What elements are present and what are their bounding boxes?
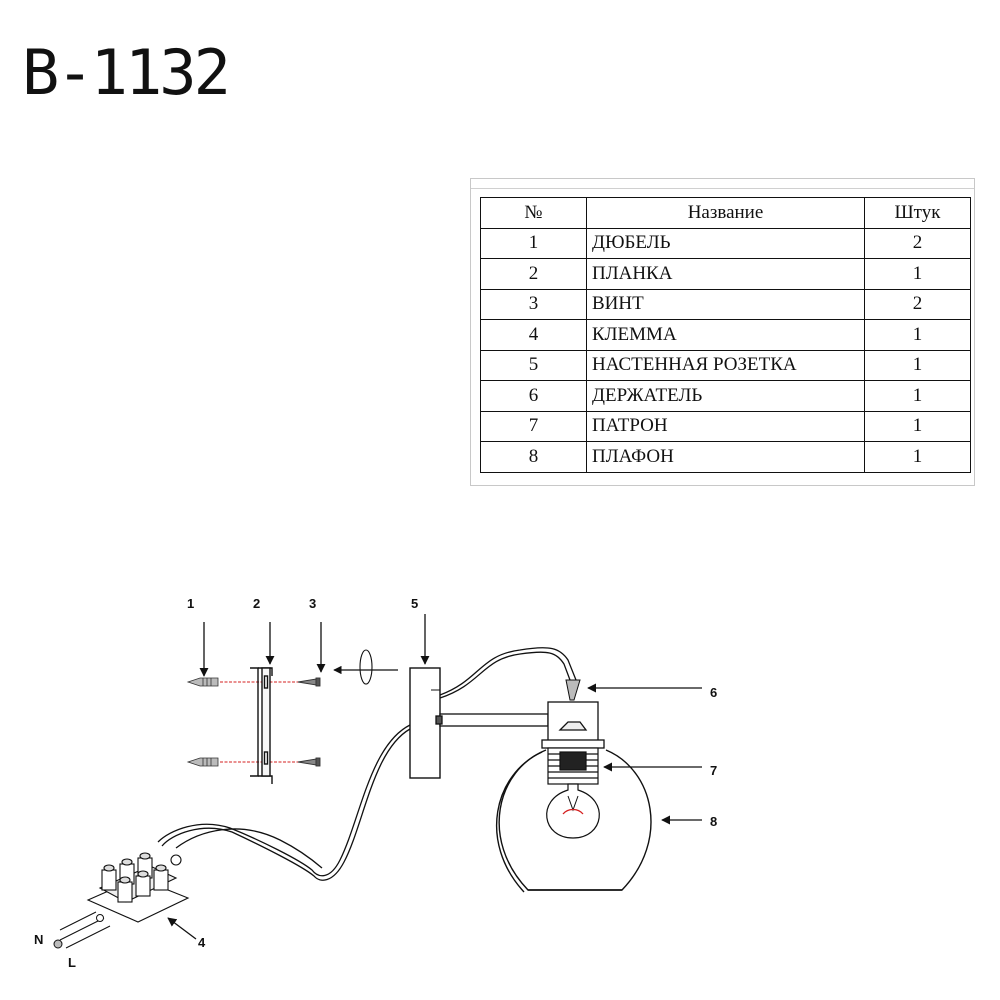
cord-grip — [565, 679, 581, 701]
callout-1: 1 — [187, 596, 194, 611]
part-number: 5 — [480, 349, 587, 381]
part-number: 7 — [480, 410, 587, 442]
part-quantity: 2 — [864, 288, 971, 320]
part-quantity: 1 — [864, 410, 971, 442]
part-quantity: 2 — [864, 227, 971, 259]
table-row: 4 КЛЕММА 1 — [480, 319, 971, 351]
table-row: 2 ПЛАНКА 1 — [480, 258, 971, 290]
wall-plate — [409, 667, 441, 779]
part-number: 3 — [480, 288, 587, 320]
socket-holder — [541, 701, 605, 749]
terminal-label-live: L — [68, 955, 76, 970]
dowel-bottom — [186, 757, 219, 767]
terminal-block — [86, 852, 190, 923]
callout-6: 6 — [710, 685, 717, 700]
table-row: 8 ПЛАФОН 1 — [480, 441, 971, 473]
callout-7: 7 — [710, 763, 717, 778]
lamp-socket — [547, 747, 599, 785]
glass-shade — [495, 749, 652, 893]
part-number: 2 — [480, 258, 587, 290]
part-name: ДЕРЖАТЕЛЬ — [586, 380, 865, 412]
lamp-arm — [435, 713, 549, 727]
screw-bottom — [297, 757, 321, 767]
callout-3: 3 — [309, 596, 316, 611]
part-name: ПЛАФОН — [586, 441, 865, 473]
assembly-diagram: 1 2 3 5 6 7 8 4 — [34, 596, 717, 970]
column-header-number: № — [480, 197, 587, 229]
part-quantity: 1 — [864, 258, 971, 290]
part-name: ВИНТ — [586, 288, 865, 320]
part-name: ПЛАНКА — [586, 258, 865, 290]
table-row: 7 ПАТРОН 1 — [480, 410, 971, 442]
light-bulb — [546, 783, 600, 839]
part-number: 6 — [480, 380, 587, 412]
callout-arrow-4 — [167, 917, 197, 940]
part-name: ПАТРОН — [586, 410, 865, 442]
column-header-quantity: Штук — [864, 197, 971, 229]
model-title: B-1132 — [22, 36, 231, 109]
callout-2: 2 — [253, 596, 260, 611]
part-name: КЛЕММА — [586, 319, 865, 351]
part-name: ДЮБЕЛЬ — [586, 227, 865, 259]
callout-5: 5 — [411, 596, 418, 611]
part-quantity: 1 — [864, 319, 971, 351]
part-number: 4 — [480, 319, 587, 351]
part-quantity: 1 — [864, 441, 971, 473]
rotation-indicator — [359, 649, 373, 685]
dowel-top — [186, 677, 219, 687]
part-quantity: 1 — [864, 380, 971, 412]
callout-4: 4 — [198, 935, 206, 950]
power-cord-arm — [439, 647, 577, 699]
column-header-name: Название — [586, 197, 865, 229]
parts-table-panel: № Название Штук 1 ДЮБЕЛЬ 2 2 ПЛАНКА 1 3 … — [470, 178, 975, 486]
mounting-bracket — [250, 667, 273, 784]
parts-table: № Название Штук 1 ДЮБЕЛЬ 2 2 ПЛАНКА 1 3 … — [480, 197, 971, 473]
terminal-label-neutral: N — [34, 932, 43, 947]
part-number: 1 — [480, 227, 587, 259]
table-row: 3 ВИНТ 2 — [480, 288, 971, 320]
table-row: 6 ДЕРЖАТЕЛЬ 1 — [480, 380, 971, 412]
part-name: НАСТЕННАЯ РОЗЕТКА — [586, 349, 865, 381]
part-number: 8 — [480, 441, 587, 473]
part-quantity: 1 — [864, 349, 971, 381]
table-header-row: № Название Штук — [480, 197, 971, 229]
callout-8: 8 — [710, 814, 717, 829]
power-cord-main — [157, 724, 411, 881]
screw-top — [297, 677, 321, 687]
table-row: 1 ДЮБЕЛЬ 2 — [480, 227, 971, 259]
supply-wires — [53, 911, 111, 949]
table-row: 5 НАСТЕННАЯ РОЗЕТКА 1 — [480, 349, 971, 381]
